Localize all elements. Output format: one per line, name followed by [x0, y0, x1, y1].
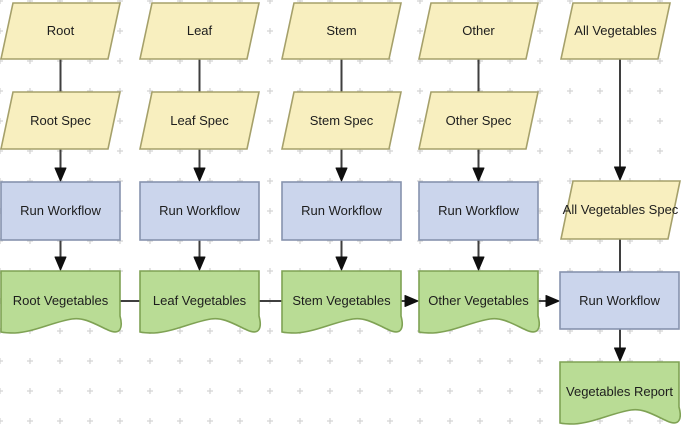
- connector-leaf-spec-to-run-workflow[interactable]: [193, 149, 206, 182]
- node-leaf[interactable]: [139, 2, 260, 60]
- connector-stem-vegetables-to-other-vegetables[interactable]: [401, 295, 419, 307]
- node-leaf-label: Leaf: [187, 23, 213, 38]
- arrowhead: [614, 166, 626, 181]
- connector-run-workflow-to-other-vegetables[interactable]: [472, 240, 485, 271]
- node-all-vegetables-spec-label: All Vegetables Spec: [563, 202, 679, 217]
- arrowhead: [335, 256, 348, 271]
- node-other-vegetables-label: Other Vegetables: [428, 293, 529, 308]
- connector-other-spec-to-run-workflow[interactable]: [472, 149, 485, 182]
- node-stem-vegetables-label: Stem Vegetables: [292, 293, 391, 308]
- node-run-workflow-all-label: Run Workflow: [579, 293, 660, 308]
- node-stem-spec[interactable]: [281, 91, 402, 150]
- node-vegetables-report-label: Vegetables Report: [566, 384, 673, 399]
- arrowhead: [545, 295, 560, 307]
- arrowhead: [193, 167, 206, 182]
- node-all-vegetables-spec[interactable]: [560, 180, 681, 240]
- node-stem[interactable]: [281, 2, 402, 60]
- connector-run-workflow-to-root-vegetables[interactable]: [54, 240, 67, 271]
- node-run-workflow-leaf-label: Run Workflow: [159, 203, 240, 218]
- connector-root-spec-to-run-workflow[interactable]: [54, 149, 67, 182]
- node-run-workflow-root[interactable]: [0, 181, 121, 241]
- connector-stem-spec-to-run-workflow[interactable]: [335, 149, 348, 182]
- node-stem-spec-label: Stem Spec: [310, 113, 374, 128]
- arrowhead: [614, 347, 626, 362]
- node-root-label: Root: [47, 23, 75, 38]
- arrowhead: [193, 256, 206, 271]
- connector-other-vegetables-to-run-workflow[interactable]: [538, 295, 560, 307]
- node-run-workflow-stem[interactable]: [281, 181, 402, 241]
- node-all-vegetables[interactable]: [560, 2, 671, 60]
- node-root-spec[interactable]: [0, 91, 121, 150]
- node-run-workflow-all[interactable]: [559, 271, 680, 330]
- node-run-workflow-other[interactable]: [418, 181, 539, 241]
- node-run-workflow-root-label: Run Workflow: [20, 203, 101, 218]
- connector-run-workflow-to-leaf-vegetables[interactable]: [193, 240, 206, 271]
- arrowhead: [54, 167, 67, 182]
- node-other-label: Other: [462, 23, 495, 38]
- node-stem-label: Stem: [326, 23, 356, 38]
- node-root[interactable]: [0, 2, 121, 60]
- connector-run-workflow-to-stem-vegetables[interactable]: [335, 240, 348, 271]
- arrowhead: [335, 167, 348, 182]
- node-all-vegetables-label: All Vegetables: [574, 23, 657, 38]
- arrowhead: [404, 295, 419, 307]
- node-other[interactable]: [418, 2, 539, 60]
- arrowhead: [472, 167, 485, 182]
- node-leaf-spec[interactable]: [139, 91, 260, 150]
- node-run-workflow-leaf[interactable]: [139, 181, 260, 241]
- connector-run-workflow-to-vegetables-report[interactable]: [614, 329, 626, 362]
- node-other-spec[interactable]: [418, 91, 539, 150]
- node-run-workflow-other-label: Run Workflow: [438, 203, 519, 218]
- arrowhead: [54, 256, 67, 271]
- node-root-vegetables-label: Root Vegetables: [13, 293, 109, 308]
- node-run-workflow-stem-label: Run Workflow: [301, 203, 382, 218]
- node-root-spec-label: Root Spec: [30, 113, 91, 128]
- arrowhead: [472, 256, 485, 271]
- node-leaf-vegetables-label: Leaf Vegetables: [153, 293, 247, 308]
- node-other-spec-label: Other Spec: [446, 113, 512, 128]
- connector-all-vegetables-to-all-vegetables-spec[interactable]: [614, 59, 626, 181]
- node-leaf-spec-label: Leaf Spec: [170, 113, 229, 128]
